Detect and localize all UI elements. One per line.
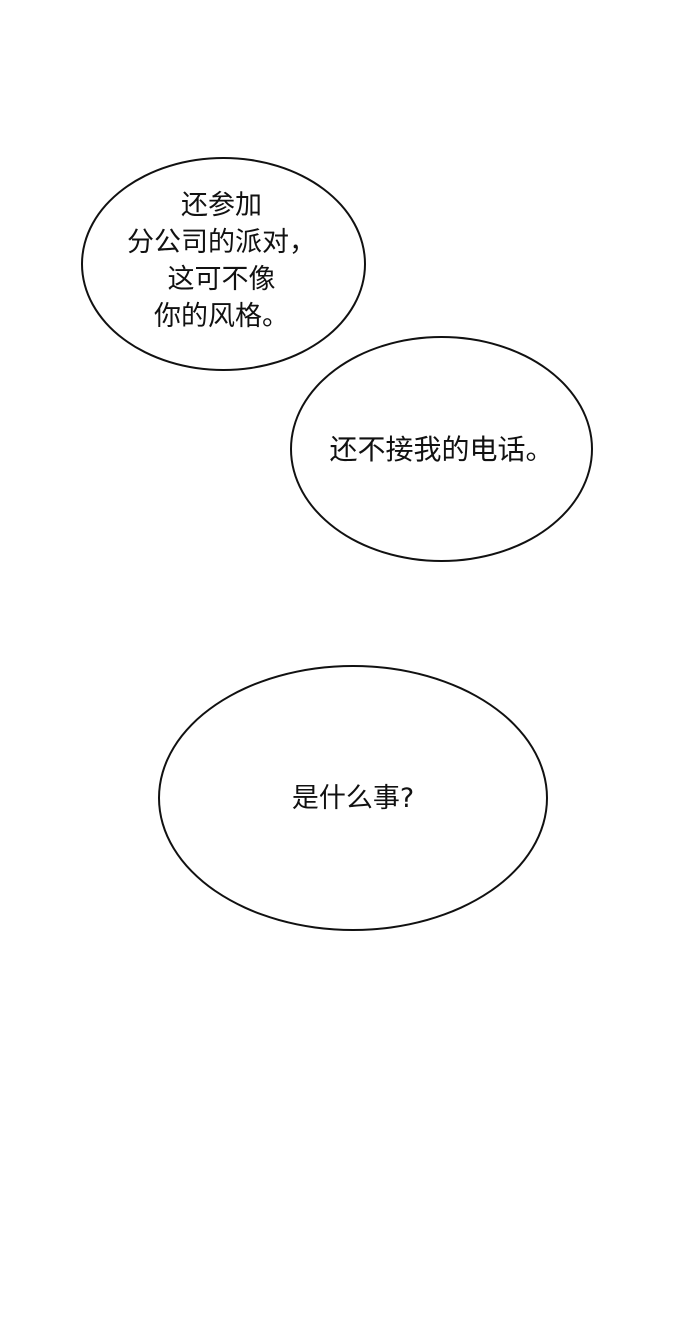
bubble-text: 还参加 分公司的派对， 这可不像 你的风格。 <box>127 190 316 332</box>
speech-bubble-phone: 还不接我的电话。 <box>290 336 593 562</box>
bubble-text: 还不接我的电话。 <box>329 432 554 466</box>
bubble-text: 是什么事? <box>291 782 415 814</box>
speech-bubble-party: 还参加 分公司的派对， 这可不像 你的风格。 <box>81 157 366 371</box>
speech-bubble-question: 是什么事? <box>158 665 548 931</box>
